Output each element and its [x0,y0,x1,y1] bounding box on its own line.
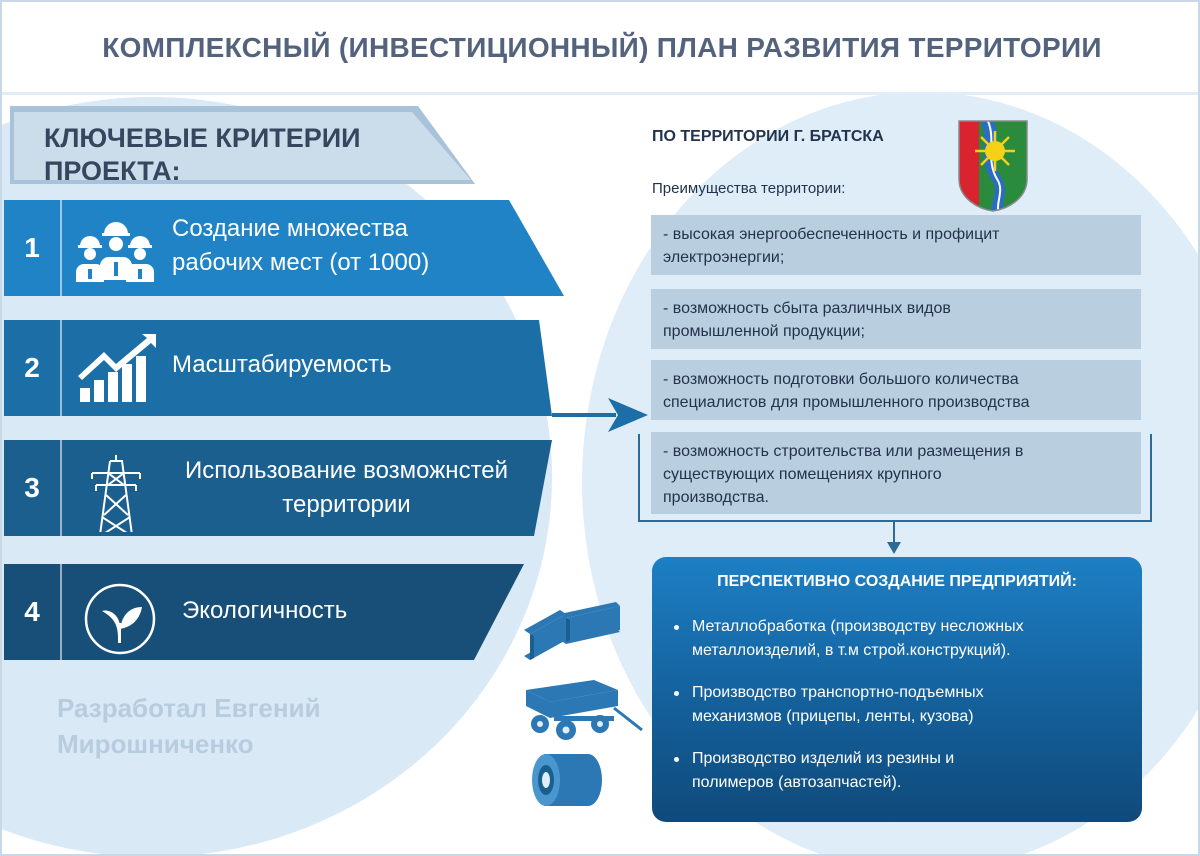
bratsk-coat-of-arms-icon [958,120,1028,212]
growth-chart-icon [78,334,156,402]
criterion-number: 1 [4,200,62,296]
leaf-sprout-icon [84,583,156,655]
advantages-title: Преимущества территории: [652,180,846,197]
criterion-label: Использование возможнстей территории [184,457,509,518]
territory-title: ПО ТЕРРИТОРИИ Г. БРАТСКА [652,128,884,145]
right-arrow-icon [552,398,648,432]
prospects-panel: ПЕРСПЕКТИВНО СОЗДАНИЕ ПРЕДПРИЯТИЙ: Метал… [652,557,1142,822]
down-arrow-icon [887,520,901,554]
advantage-item: - возможность строительства или размещен… [651,432,1141,514]
power-tower-icon [91,455,141,532]
list-item: Производство изделий из резины и полимер… [670,747,1132,795]
criterion-3: 3 Использование возможнстей территории [4,440,552,536]
criterion-2: 2 Масштабируемость [4,320,552,416]
criterion-number: 4 [4,564,62,660]
prospects-list: Металлобработка (производству несложных … [670,615,1132,813]
criterion-4: 4 Экологичность [4,564,524,660]
advantage-item: - возможность подготовки большого количе… [651,360,1141,420]
author-credit: Разработал Евгений Мирошниченко [57,693,321,759]
criterion-1: 1 Создание множества рабочих мест (от 10… [4,200,564,296]
criteria-heading: КЛЮЧЕВЫЕ КРИТЕРИИ ПРОЕКТА: [44,123,361,186]
trailer-icon [526,680,643,740]
prospects-title: ПЕРСПЕКТИВНО СОЗДАНИЕ ПРЕДПРИЯТИЙ: [717,573,1077,590]
advantage-item: - высокая энергообеспеченность и профици… [651,215,1141,275]
criteria-heading-box: КЛЮЧЕВЫЕ КРИТЕРИИ ПРОЕКТА: [10,106,475,184]
criterion-label: Экологичность [182,597,348,624]
steel-beams-icon [524,602,620,660]
page-title: КОМПЛЕКСНЫЙ (ИНВЕСТИЦИОННЫЙ) ПЛАН РАЗВИТ… [102,32,1102,63]
criterion-label: Создание множества рабочих мест (от 1000… [172,215,430,276]
title-divider [2,92,1198,95]
criterion-number: 3 [4,440,62,536]
criterion-number: 2 [4,320,62,416]
criterion-label: Масштабируемость [172,351,392,378]
advantage-item: - возможность сбыта различных видов пром… [651,289,1141,349]
list-item: Металлобработка (производству несложных … [670,615,1132,663]
list-item: Производство транспортно-подъемных механ… [670,681,1132,729]
workers-icon [76,222,154,282]
rubber-bushing-icon [532,754,602,806]
